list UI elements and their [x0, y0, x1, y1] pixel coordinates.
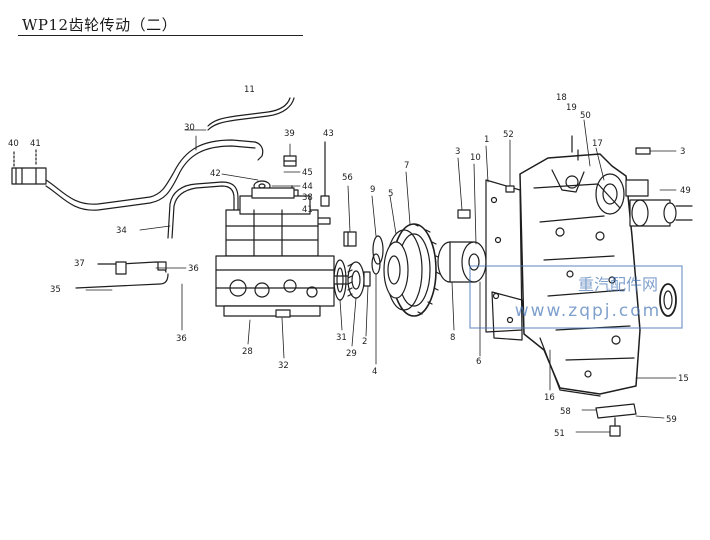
pipe-37 [97, 261, 167, 273]
callout-36-lower: 36 [176, 334, 187, 344]
plate-6 [491, 291, 523, 341]
air-compressor-28 [215, 187, 349, 317]
watermark-line2: www.zqpj.com [515, 301, 662, 321]
callout-42: 42 [210, 169, 221, 179]
watermark: 重汽配件网 www.zqpj.com [469, 265, 683, 329]
pipe-34-outer [45, 139, 256, 205]
bracket-58 [595, 403, 637, 419]
gear-housing-15 [519, 135, 641, 397]
callout-28: 28 [242, 347, 253, 357]
seal-ring-37 [659, 283, 677, 317]
pin-3 [457, 209, 471, 219]
callout-9: 9 [370, 185, 375, 195]
bolt-32 [275, 309, 291, 318]
pipe-loop [171, 185, 235, 239]
callout-36-upper: 36 [188, 264, 199, 274]
callout-37: 37 [74, 259, 85, 269]
bolt-3 [635, 147, 651, 155]
callout-3-left: 3 [455, 147, 460, 157]
callout-56: 56 [342, 173, 353, 183]
pipe-upper-11-outer [207, 97, 295, 131]
callout-41: 41 [302, 205, 313, 215]
callout-7: 7 [404, 161, 409, 171]
callout-34: 34 [116, 226, 127, 236]
page-title: WP12齿轮传动（二） [22, 16, 178, 34]
callout-10: 10 [470, 153, 481, 163]
bolt-51 [609, 417, 621, 437]
pipe-loop-outer [167, 181, 239, 239]
callout-32: 32 [278, 361, 289, 371]
callout-16: 16 [544, 393, 555, 403]
callout-50: 50 [580, 111, 591, 121]
callout-11: 11 [244, 85, 255, 95]
callout-6: 6 [476, 357, 481, 367]
callout-15: 15 [678, 374, 689, 384]
callout-43: 43 [323, 129, 334, 139]
pipe-upper-11 [207, 97, 291, 127]
callout-17: 17 [592, 139, 603, 149]
key-2 [363, 271, 371, 287]
callout-8: 8 [450, 333, 455, 343]
callout-49: 49 [680, 186, 691, 196]
gear-29 [347, 261, 365, 299]
dowel-52 [505, 185, 515, 193]
callout-39: 39 [284, 129, 295, 139]
bolt-43 [320, 141, 330, 207]
callout-52: 52 [503, 130, 514, 140]
seal-ring-31 [333, 259, 347, 301]
callout-38: 38 [302, 193, 313, 203]
nut-39 [283, 155, 297, 167]
callout-29: 29 [346, 349, 357, 359]
leader-lines [85, 119, 677, 433]
fitting-37 [115, 261, 167, 275]
pump-49 [625, 179, 693, 227]
callout-44: 44 [302, 182, 313, 192]
spacer-9 [372, 235, 384, 265]
pipe-34 [45, 145, 256, 211]
pipe-30 [254, 141, 264, 161]
callout-51: 51 [554, 429, 565, 439]
pipe-35 [75, 273, 169, 289]
callout-3-right: 3 [680, 147, 685, 157]
callout-58: 58 [560, 407, 571, 417]
callout-18: 18 [556, 93, 567, 103]
watermark-box [469, 265, 683, 329]
callout-1: 1 [484, 135, 489, 145]
callout-40: 40 [8, 139, 19, 149]
callout-labels: 40 41 11 30 39 43 42 45 44 38 41 34 56 9… [8, 85, 691, 439]
callout-31: 31 [336, 333, 347, 343]
callout-30: 30 [184, 123, 195, 133]
fitting-40-41 [11, 149, 47, 185]
callout-59: 59 [666, 415, 677, 425]
drive-gear-7 [383, 223, 441, 317]
callout-35: 35 [50, 285, 61, 295]
callout-19: 19 [566, 103, 577, 113]
watermark-line1: 重汽配件网 [578, 275, 658, 294]
callout-41-top: 41 [30, 139, 41, 149]
callout-2: 2 [362, 337, 367, 347]
clip-56 [343, 231, 357, 247]
callout-4: 4 [372, 367, 377, 377]
callout-45: 45 [302, 168, 313, 178]
callout-5: 5 [388, 189, 393, 199]
title-underline [18, 35, 303, 36]
